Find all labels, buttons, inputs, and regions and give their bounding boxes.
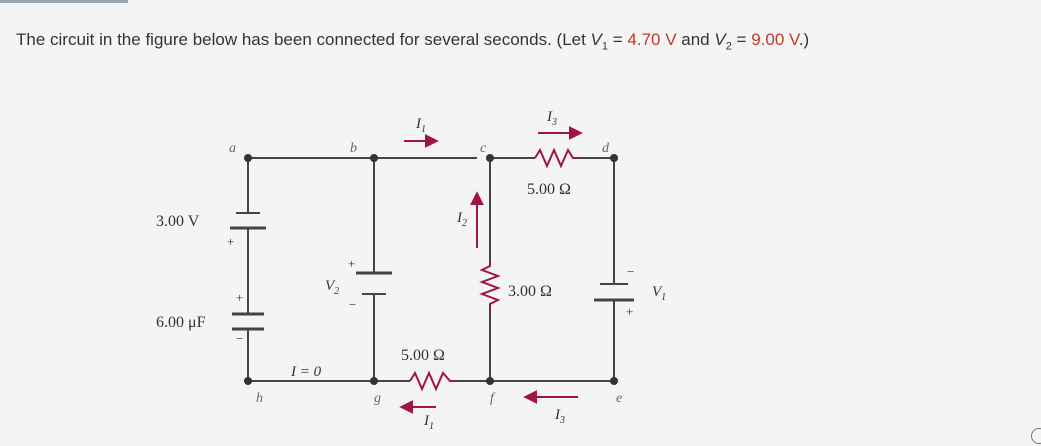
plus-v1: +	[626, 304, 633, 319]
v1-label: V1	[652, 284, 666, 303]
current-i1-top: I1	[415, 116, 426, 135]
minus-capacitor: −	[236, 331, 243, 346]
capacitor	[232, 312, 264, 331]
node-h: h	[256, 391, 263, 406]
v1-value: 4.70 V	[627, 30, 677, 49]
resistor-top	[534, 147, 578, 169]
node-d: d	[602, 141, 610, 156]
v2-value: 9.00 V	[751, 30, 799, 49]
i-zero-label: I = 0	[290, 364, 322, 380]
and-text: and	[676, 30, 715, 49]
top-accent-line	[0, 0, 128, 3]
question-outro: .)	[798, 30, 810, 49]
wires	[247, 157, 615, 382]
node-a: a	[229, 141, 236, 156]
resistor-mid-label: 3.00 Ω	[508, 283, 552, 300]
battery-left	[230, 212, 266, 230]
question-intro: The circuit in the figure below has been…	[16, 30, 591, 49]
current-i2: I2	[456, 210, 467, 229]
node-f: f	[490, 391, 496, 406]
resistor-mid	[479, 262, 501, 310]
node-b: b	[350, 141, 357, 156]
node-dots	[244, 154, 618, 385]
minus-v2: −	[349, 297, 356, 312]
node-c: c	[480, 141, 487, 156]
equals-2: =	[731, 30, 752, 49]
resistor-top-label: 5.00 Ω	[527, 181, 571, 198]
battery-v1	[594, 283, 634, 302]
plus-capacitor: +	[236, 290, 243, 305]
capacitor-label: 6.00 μF	[156, 314, 206, 331]
plus-battery-left: +	[227, 234, 234, 249]
v2-sub: 2	[725, 40, 732, 53]
minus-v1: −	[627, 264, 634, 279]
node-g: g	[374, 391, 381, 406]
battery-v2	[356, 271, 392, 295]
equals-1: =	[608, 30, 628, 49]
v2-label: V2	[325, 278, 339, 297]
circle-icon[interactable]	[1031, 428, 1041, 444]
current-i1-bottom: I1	[423, 413, 434, 432]
node-e: e	[616, 391, 622, 406]
current-i3-bottom: I3	[554, 407, 565, 426]
v1-sub: 1	[601, 40, 609, 53]
v1-symbol: V	[590, 30, 602, 49]
current-i3-top: I3	[546, 109, 557, 128]
v2-symbol: V	[714, 30, 726, 49]
battery-left-label: 3.00 V	[156, 213, 200, 230]
resistor-bottom	[409, 370, 455, 392]
resistor-bottom-label: 5.00 Ω	[401, 347, 445, 364]
plus-v2: +	[348, 256, 355, 271]
question-text: The circuit in the figure below has been…	[16, 30, 1026, 52]
